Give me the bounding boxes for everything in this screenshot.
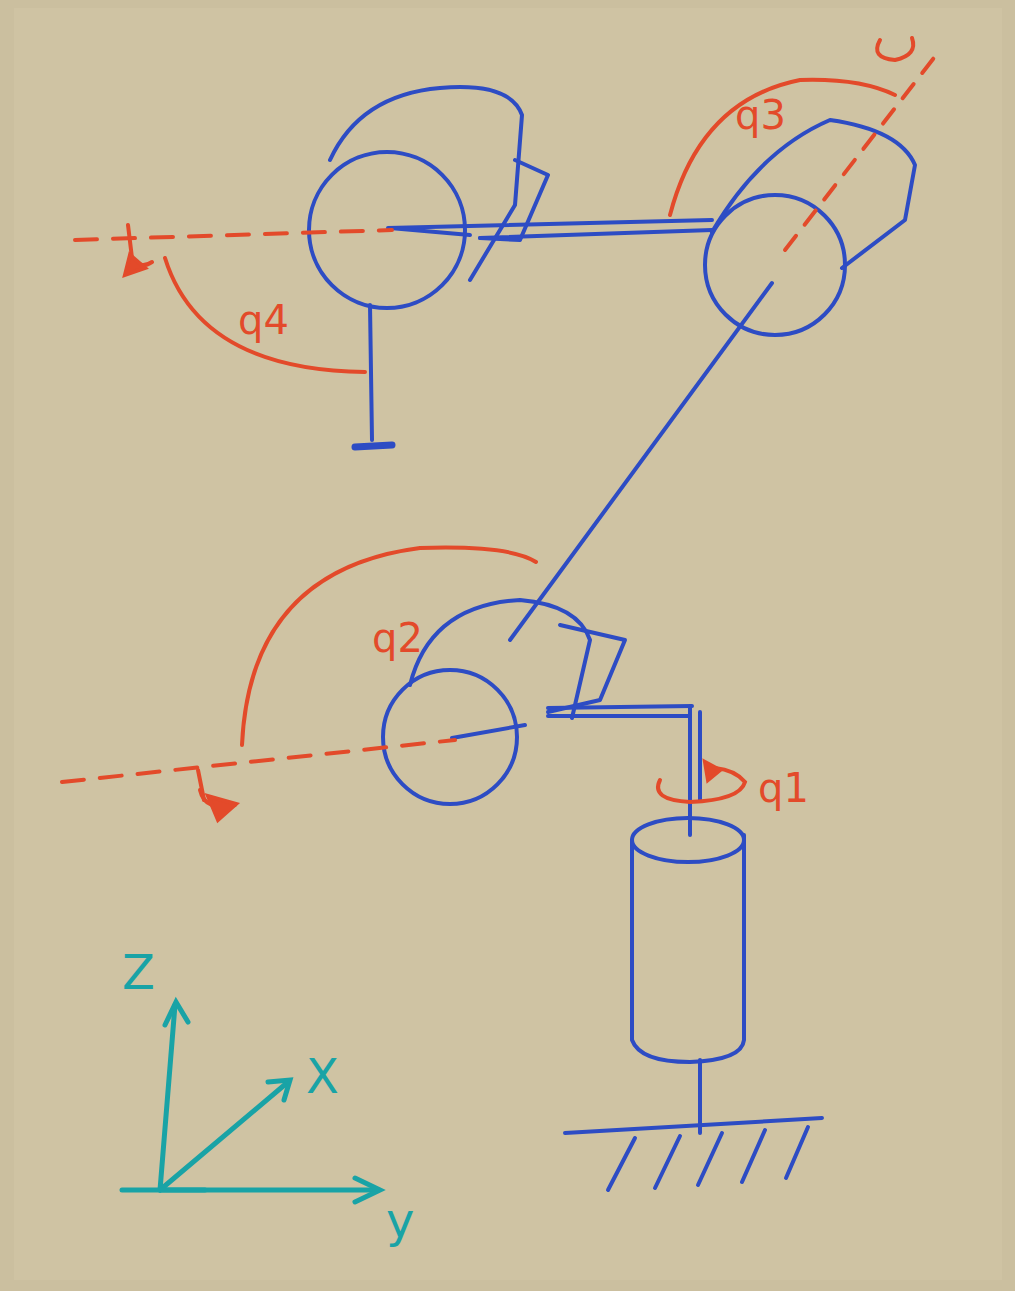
- joint-label: q3: [735, 95, 786, 135]
- joint-label: q4: [238, 300, 289, 340]
- joint-label: q1: [758, 768, 809, 808]
- arm-drawing: [309, 87, 915, 1190]
- joint-axes: [62, 38, 940, 820]
- joint-label: q2: [372, 618, 423, 658]
- axis-label: Z: [122, 948, 155, 996]
- axis-label: y: [386, 1196, 414, 1244]
- whiteboard: [14, 8, 1002, 1280]
- axis-label: X: [306, 1052, 339, 1100]
- coordinate-axes: [122, 1002, 380, 1202]
